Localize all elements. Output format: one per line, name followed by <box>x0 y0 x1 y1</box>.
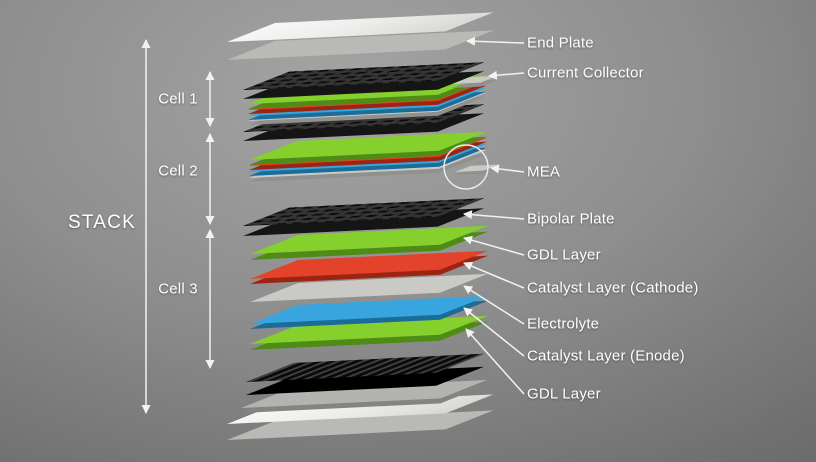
current-collector-label: Current Collector <box>527 64 644 82</box>
cell1-label: Cell 1 <box>158 90 198 108</box>
cell2-label: Cell 2 <box>158 162 198 180</box>
bipolar-plate-label: Bipolar Plate <box>527 210 615 228</box>
catalyst-anode-label: Catalyst Layer (Enode) <box>527 347 685 365</box>
arrow-bipolar-plate <box>463 210 525 220</box>
end-plate-label: End Plate <box>527 34 594 52</box>
stack-label: STACK <box>68 212 136 233</box>
mea-label: MEA <box>527 163 561 181</box>
gdl-layer-bottom-label: GDL Layer <box>527 385 601 403</box>
catalyst-cathode-label: Catalyst Layer (Cathode) <box>527 279 699 297</box>
electrolyte-label: Electrolyte <box>527 315 600 333</box>
arrow-end-plate <box>466 36 525 46</box>
gdl-layer-top-label: GDL Layer <box>527 246 601 264</box>
cell3-label: Cell 3 <box>158 280 198 298</box>
arrow-catalyst-anode <box>463 307 525 357</box>
